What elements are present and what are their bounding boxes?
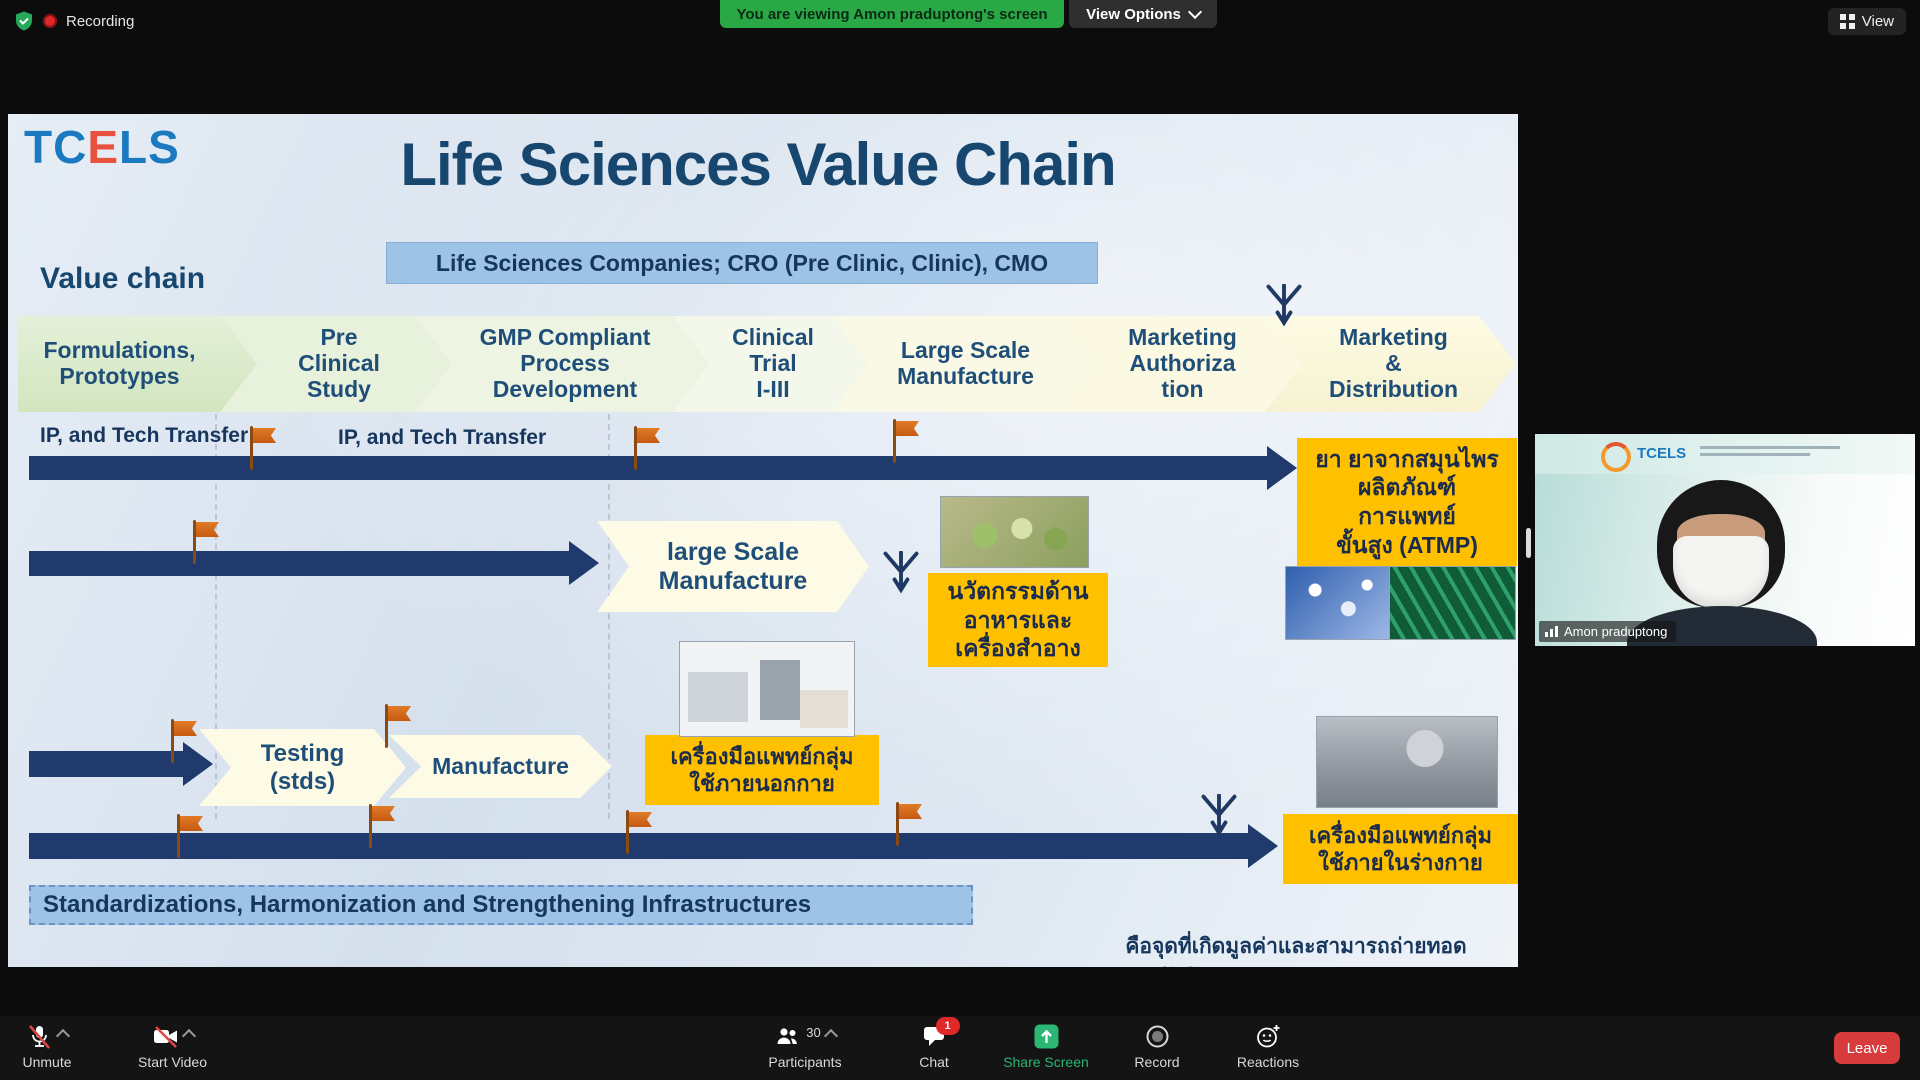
viewing-screen-banner: You are viewing Amon praduptong's screen bbox=[720, 0, 1064, 28]
participants-button[interactable]: 30 Participants bbox=[745, 1023, 865, 1070]
value-chain-arrows: Formulations, Prototypes Pre Clinical St… bbox=[18, 316, 1516, 412]
phase-divider-line bbox=[215, 414, 217, 819]
meeting-toolbar: Unmute Start Video 30 bbox=[0, 1016, 1920, 1080]
footnote-text: คือจุดที่เกิดมูลค่าและสามารถถ่ายทอดเทคโน… bbox=[1125, 935, 1467, 958]
flag-icon bbox=[177, 814, 205, 858]
flag-icon bbox=[171, 719, 199, 763]
value-chain-label: Value chain bbox=[40, 262, 206, 295]
shared-screen-slide: TCELS Life Sciences Value Chain Value ch… bbox=[8, 114, 1518, 967]
slide-title: Life Sciences Value Chain bbox=[400, 131, 1116, 198]
participants-icon bbox=[777, 1028, 798, 1044]
caret-up-icon[interactable] bbox=[823, 1028, 838, 1044]
signal-bars-icon bbox=[1545, 626, 1558, 637]
view-label: View bbox=[1861, 13, 1894, 30]
participant-name-text: Amon praduptong bbox=[1564, 624, 1668, 639]
external-device-box: เครื่องมือแพทย์กลุ่ม ใช้ภายนอกกาย bbox=[645, 735, 879, 805]
video-background-banner: TCELS bbox=[1535, 434, 1915, 474]
value-marker-icon bbox=[1266, 284, 1302, 327]
flag-icon bbox=[369, 804, 397, 848]
anniversary-logo-icon bbox=[1601, 442, 1631, 472]
ip-tech-transfer-label: IP, and Tech Transfer bbox=[338, 426, 547, 449]
participants-count: 30 bbox=[806, 1025, 821, 1040]
flag-icon bbox=[896, 802, 924, 846]
viewing-screen-banner-text: You are viewing Amon praduptong's screen bbox=[736, 5, 1048, 23]
reactions-icon bbox=[1256, 1025, 1279, 1048]
chevron-down-icon bbox=[1187, 4, 1202, 20]
view-button[interactable]: View bbox=[1827, 8, 1906, 35]
caret-up-icon[interactable] bbox=[55, 1028, 71, 1044]
chat-label: Chat bbox=[919, 1054, 949, 1070]
panel-divider-handle[interactable] bbox=[1526, 528, 1531, 558]
food-cosmetics-box: นวัตกรรมด้าน อาหารและ เครื่องสำอาง bbox=[928, 573, 1108, 667]
food-products-image bbox=[940, 496, 1089, 568]
tcels-logo-text: TC bbox=[24, 121, 88, 173]
value-marker-icon bbox=[1201, 794, 1237, 837]
chain-step-large-scale: Large Scale Manufacture bbox=[831, 316, 1094, 412]
record-label: Record bbox=[1134, 1054, 1180, 1070]
dna-image bbox=[1389, 566, 1516, 640]
grid-icon bbox=[1839, 14, 1855, 29]
unmute-button[interactable]: Unmute bbox=[2, 1023, 92, 1070]
reactions-button[interactable]: Reactions bbox=[1212, 1023, 1324, 1070]
caret-up-icon[interactable] bbox=[181, 1028, 196, 1044]
record-button[interactable]: Record bbox=[1102, 1023, 1212, 1070]
chain-step-marketing-authorization: Marketing Authoriza tion bbox=[1057, 316, 1302, 412]
face-mask bbox=[1673, 536, 1769, 608]
view-options-dropdown[interactable]: View Options bbox=[1069, 0, 1217, 28]
tcels-mini-logo: TCELS bbox=[1637, 445, 1687, 462]
camera-off-icon bbox=[153, 1026, 177, 1048]
top-bar: Recording You are viewing Amon pradupton… bbox=[0, 0, 1920, 40]
recording-dot-icon bbox=[43, 14, 57, 28]
start-video-button[interactable]: Start Video bbox=[100, 1023, 245, 1070]
timeline-arrow-pharma bbox=[29, 446, 1299, 490]
tcels-logo: TCELS bbox=[24, 121, 180, 173]
standardization-bar: Standardizations, Harmonization and Stre… bbox=[29, 885, 973, 925]
chat-badge: 1 bbox=[935, 1017, 960, 1035]
leave-button[interactable]: Leave bbox=[1834, 1032, 1900, 1064]
chain-step-preclinical: Pre Clinical Study bbox=[220, 316, 452, 412]
start-video-label: Start Video bbox=[137, 1054, 207, 1070]
participant-name-label: Amon praduptong bbox=[1539, 621, 1677, 642]
participants-label: Participants bbox=[768, 1054, 842, 1070]
timeline-arrow-device-internal bbox=[29, 824, 1284, 868]
participant-video[interactable]: TCELS Amon praduptong bbox=[1535, 434, 1915, 646]
flag-icon bbox=[193, 520, 221, 564]
timeline-arrow-food bbox=[29, 541, 604, 585]
flag-icon bbox=[626, 810, 654, 854]
footnote: *หมายเหตุ คือจุดที่เกิดมูลค่าและสามารถถ่… bbox=[993, 930, 1518, 967]
chain-step-gmp: GMP Compliant Process Development bbox=[415, 316, 709, 412]
phase-divider-line bbox=[608, 414, 610, 819]
large-scale-chevron: large Scale Manufacture bbox=[597, 521, 869, 612]
atmp-box: ยา ยาจากสมุนไพร ผลิตภัณฑ์ การแพทย์ ขั้นส… bbox=[1297, 438, 1517, 566]
banner-fineprint bbox=[1700, 446, 1850, 460]
pills-image bbox=[1285, 566, 1391, 640]
recording-label: Recording bbox=[66, 12, 135, 30]
testing-chevron: Testing (stds) bbox=[199, 729, 406, 806]
flag-icon bbox=[250, 426, 278, 470]
chat-button[interactable]: 1 Chat bbox=[880, 1017, 988, 1070]
flag-icon bbox=[893, 419, 921, 463]
manufacture-chevron: Manufacture bbox=[389, 735, 612, 798]
share-screen-icon bbox=[1034, 1024, 1058, 1049]
chain-step-marketing-distribution: Marketing & Distribution bbox=[1265, 316, 1516, 412]
share-screen-label: Share Screen bbox=[1003, 1054, 1089, 1070]
medical-devices-image bbox=[679, 641, 855, 737]
shield-icon[interactable] bbox=[14, 10, 34, 32]
record-icon bbox=[1146, 1025, 1168, 1048]
ip-tech-transfer-label: IP, and Tech Transfer bbox=[40, 424, 249, 447]
reactions-label: Reactions bbox=[1236, 1054, 1300, 1070]
view-options-label: View Options bbox=[1086, 5, 1181, 23]
share-screen-button[interactable]: Share Screen bbox=[990, 1023, 1102, 1070]
flag-icon bbox=[385, 704, 413, 748]
footnote-prefix: *หมายเหตุ bbox=[993, 963, 1088, 967]
mic-off-icon bbox=[29, 1025, 50, 1049]
unmute-label: Unmute bbox=[22, 1054, 72, 1070]
implant-image bbox=[1316, 716, 1498, 808]
chain-step-formulations: Formulations, Prototypes bbox=[18, 316, 257, 412]
internal-device-box: เครื่องมือแพทย์กลุ่ม ใช้ภายในร่างกาย bbox=[1283, 814, 1518, 884]
companies-bar: Life Sciences Companies; CRO (Pre Clinic… bbox=[386, 242, 1098, 284]
value-marker-icon bbox=[883, 551, 919, 594]
flag-icon bbox=[634, 426, 662, 470]
recording-indicator: Recording bbox=[14, 10, 134, 32]
